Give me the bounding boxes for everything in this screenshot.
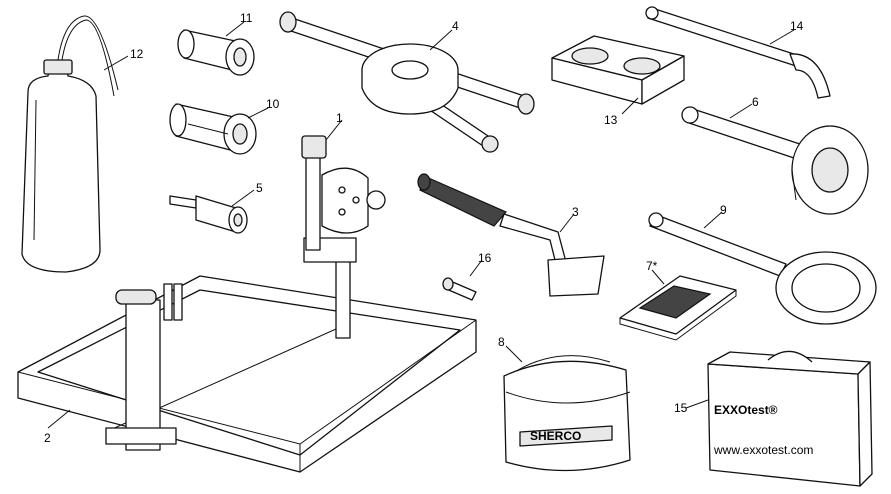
label-5: 5 <box>256 181 263 195</box>
case-logo: EXXOtest® <box>714 403 778 417</box>
wash-bottle <box>21 15 119 273</box>
label-12: 12 <box>130 47 144 61</box>
tool-bag: SHERCO <box>503 355 631 472</box>
label-4: 4 <box>452 19 459 33</box>
small-fitting <box>442 277 477 301</box>
socket-spanner <box>681 106 869 215</box>
label-11: 11 <box>240 11 253 25</box>
label-14: 14 <box>790 19 804 33</box>
bag-brand: SHERCO <box>530 429 581 443</box>
manual-booklet <box>619 275 737 341</box>
label-16: 16 <box>478 251 492 265</box>
label-13: 13 <box>604 113 618 127</box>
puller-body <box>169 103 257 155</box>
case-url: www.exxotest.com <box>713 443 813 457</box>
clamp-tool <box>279 11 535 153</box>
label-3: 3 <box>572 205 579 219</box>
drain-tray <box>17 275 477 473</box>
pin-spanner <box>645 6 831 99</box>
handle-tool <box>417 173 605 297</box>
leader-lines <box>47 21 795 429</box>
label-10: 10 <box>266 97 280 111</box>
sleeve-tool <box>177 29 255 76</box>
holder-block <box>551 35 685 105</box>
label-8: 8 <box>498 335 505 349</box>
label-1: 1 <box>336 111 343 125</box>
label-9: 9 <box>720 203 727 217</box>
engine-stand <box>301 135 386 339</box>
ring-spanner <box>648 212 877 325</box>
label-2: 2 <box>44 431 51 445</box>
label-7: 7* <box>646 259 658 273</box>
label-15: 15 <box>674 401 688 415</box>
threaded-adapter <box>169 195 248 234</box>
tool-case: EXXOtest® www.exxotest.com <box>707 350 873 487</box>
label-6: 6 <box>752 95 759 109</box>
